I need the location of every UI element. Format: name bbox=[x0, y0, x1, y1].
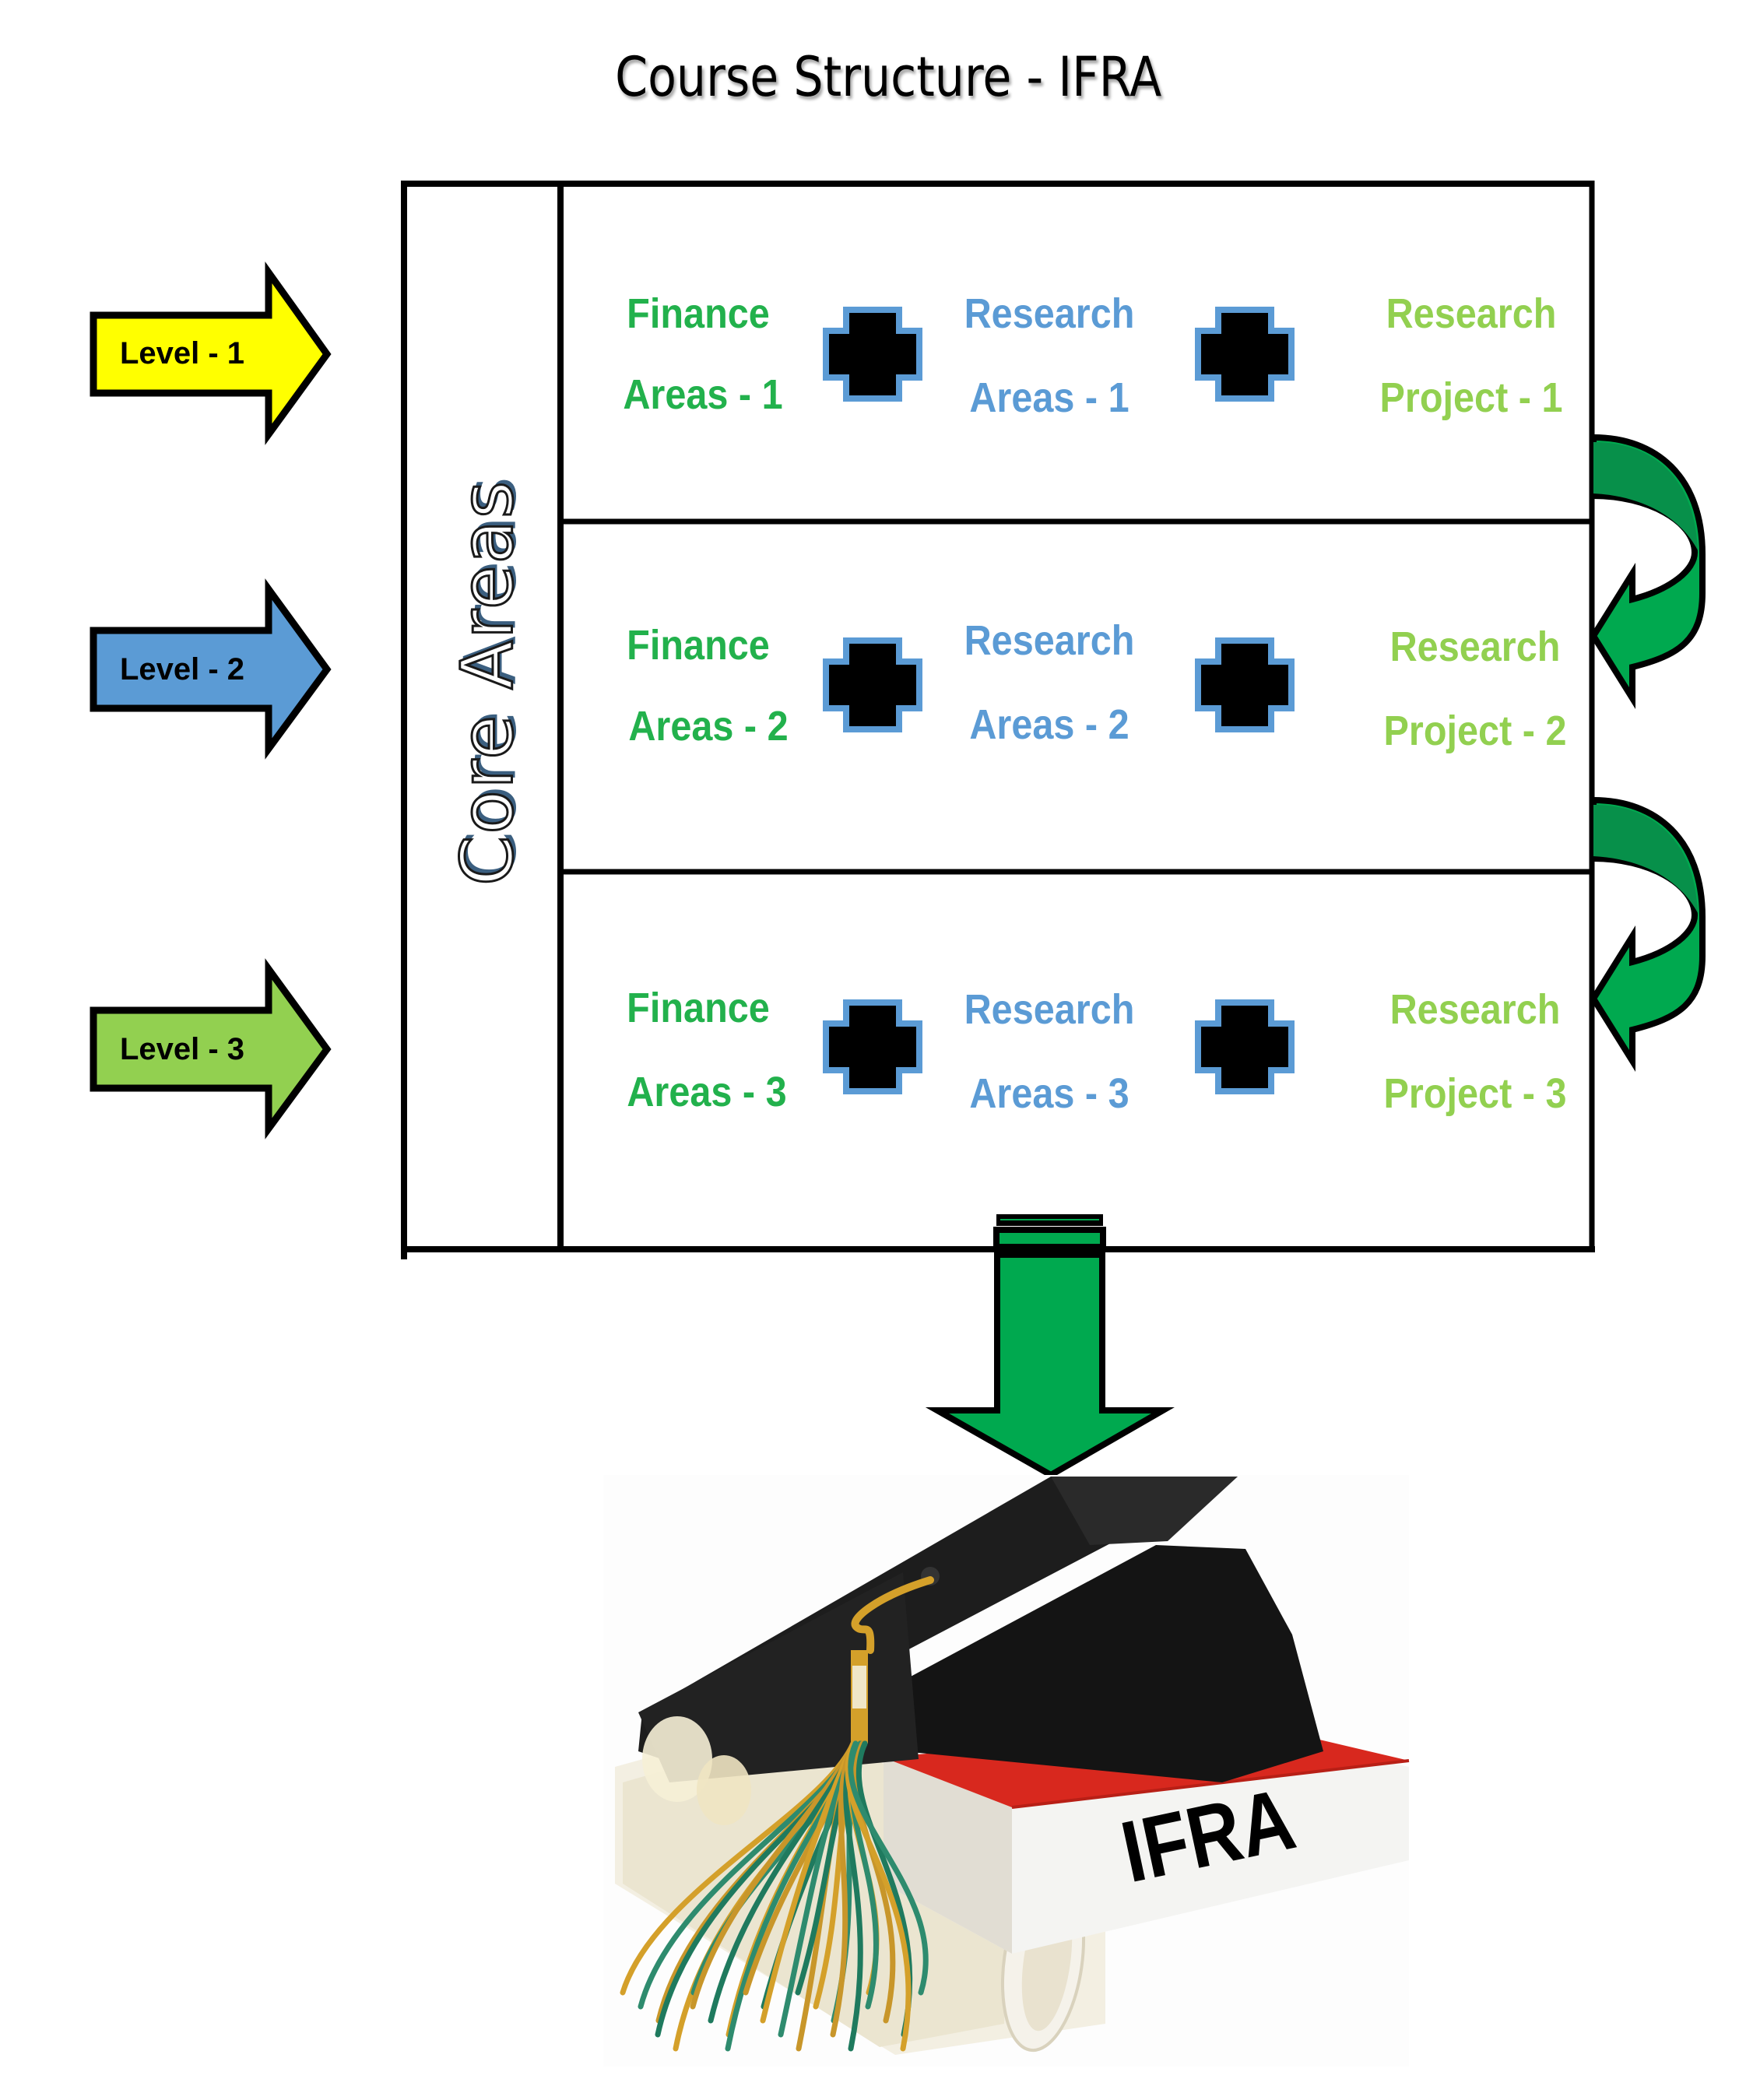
row3-research-areas-line2: Areas - 3 bbox=[969, 1070, 1129, 1117]
plus-icon bbox=[823, 637, 922, 732]
level-arrow-3 bbox=[90, 958, 332, 1140]
down-arrow-cap-block bbox=[993, 1227, 1106, 1250]
row2-research-areas-line2: Areas - 2 bbox=[969, 701, 1129, 748]
plus-icon bbox=[1195, 307, 1295, 402]
plus-icon-fill bbox=[829, 1006, 916, 1088]
curved-arrow-shade bbox=[1593, 805, 1698, 913]
plus-icon bbox=[1195, 637, 1295, 732]
curved-arrow-level1-to-level2 bbox=[1590, 434, 1706, 709]
plus-icon-fill bbox=[829, 644, 916, 726]
row3-finance-line2: Areas - 3 bbox=[627, 1069, 787, 1115]
row3-research-project-line2: Project - 3 bbox=[1383, 1070, 1567, 1117]
row2-research-project-line2: Project - 2 bbox=[1383, 708, 1567, 754]
level-arrow-1-shape bbox=[90, 261, 332, 445]
row2-research-areas-line1: Research bbox=[964, 617, 1135, 664]
row1-research-project-line2: Project - 1 bbox=[1379, 374, 1563, 421]
graduation-illustration bbox=[603, 1475, 1410, 2067]
plus-icon bbox=[823, 307, 922, 402]
plus-icon bbox=[823, 999, 922, 1094]
down-arrow-icon bbox=[925, 1252, 1175, 1479]
plus-icon bbox=[1195, 999, 1295, 1094]
plus-icon-fill bbox=[1201, 313, 1288, 395]
row1-finance-line2: Areas - 1 bbox=[623, 371, 783, 418]
level-arrow-2-shape bbox=[90, 578, 332, 760]
row3-finance-line1: Finance bbox=[627, 985, 770, 1031]
tassel-strand bbox=[845, 1740, 912, 2052]
level-2-label: Level - 2 bbox=[119, 652, 245, 687]
graduation-cap-icon bbox=[638, 1477, 1323, 1782]
level-1-label: Level - 1 bbox=[119, 336, 245, 370]
row2-finance-line2: Areas - 2 bbox=[628, 703, 789, 750]
ribbon-bow-icon bbox=[642, 1716, 751, 1825]
plus-icon-fill bbox=[1201, 644, 1288, 726]
tassel-strand bbox=[830, 1740, 856, 2038]
row1-research-areas-line1: Research bbox=[964, 290, 1135, 337]
curved-arrow-level2-to-level3 bbox=[1590, 796, 1706, 1072]
row1-research-project-line1: Research bbox=[1386, 290, 1557, 337]
down-arrow-to-graduation bbox=[925, 1214, 1175, 1479]
level-arrow-1 bbox=[90, 261, 332, 445]
tassel-strand bbox=[760, 1740, 856, 2024]
level-arrow-3-shape bbox=[90, 958, 332, 1140]
row1-finance-line1: Finance bbox=[627, 290, 770, 337]
row3-research-project-line1: Research bbox=[1389, 986, 1561, 1033]
row2-research-project-line1: Research bbox=[1389, 623, 1561, 670]
curved-arrow-shade bbox=[1593, 442, 1698, 550]
plus-icon-fill bbox=[829, 313, 916, 395]
tassel-strand bbox=[848, 1740, 929, 1996]
page-title: Course Structure - IFRA bbox=[615, 45, 1162, 109]
row1-research-areas-line2: Areas - 1 bbox=[969, 374, 1129, 421]
row3-research-areas-line1: Research bbox=[964, 986, 1135, 1033]
level-3-label: Level - 3 bbox=[119, 1032, 245, 1066]
tassel-icon bbox=[620, 1576, 934, 2052]
row2-finance-line1: Finance bbox=[627, 622, 770, 669]
level-arrow-2 bbox=[90, 578, 332, 760]
core-areas-label: Core Areas bbox=[444, 479, 530, 887]
plus-icon-fill bbox=[1201, 1006, 1288, 1088]
